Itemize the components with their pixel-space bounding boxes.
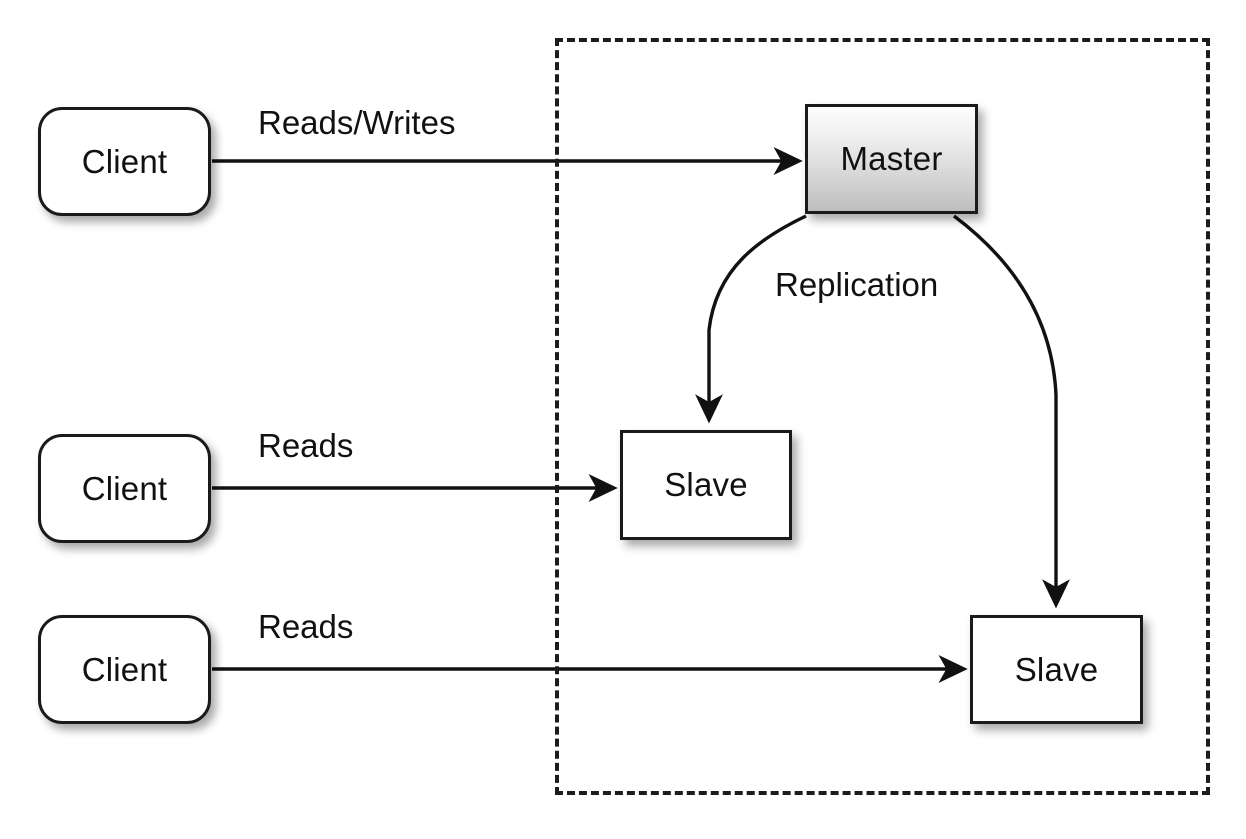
edge-label-reads-writes: Reads/Writes — [258, 104, 456, 141]
node-label: Slave — [664, 466, 748, 503]
node-client-1[interactable]: Client — [38, 107, 211, 216]
node-label: Client — [81, 469, 168, 507]
node-client-3[interactable]: Client — [38, 615, 211, 724]
node-client-2[interactable]: Client — [38, 434, 211, 543]
node-label: Client — [81, 142, 168, 180]
node-slave-1[interactable]: Slave — [620, 430, 792, 540]
node-label: Master — [840, 140, 943, 177]
edge-label-reads-slave-1: Reads — [258, 427, 354, 464]
node-label: Client — [81, 650, 168, 688]
connector-master-slave2-replication — [952, 214, 1070, 609]
edge-label-reads-slave-2: Reads — [258, 608, 354, 645]
node-label: Slave — [1014, 650, 1099, 688]
database-cluster-boundary — [555, 38, 1210, 795]
connector-master-slave1-replication — [695, 214, 807, 424]
edge-label-replication: Replication — [775, 266, 939, 303]
node-master[interactable]: Master — [805, 104, 978, 214]
node-slave-2[interactable]: Slave — [970, 615, 1143, 724]
